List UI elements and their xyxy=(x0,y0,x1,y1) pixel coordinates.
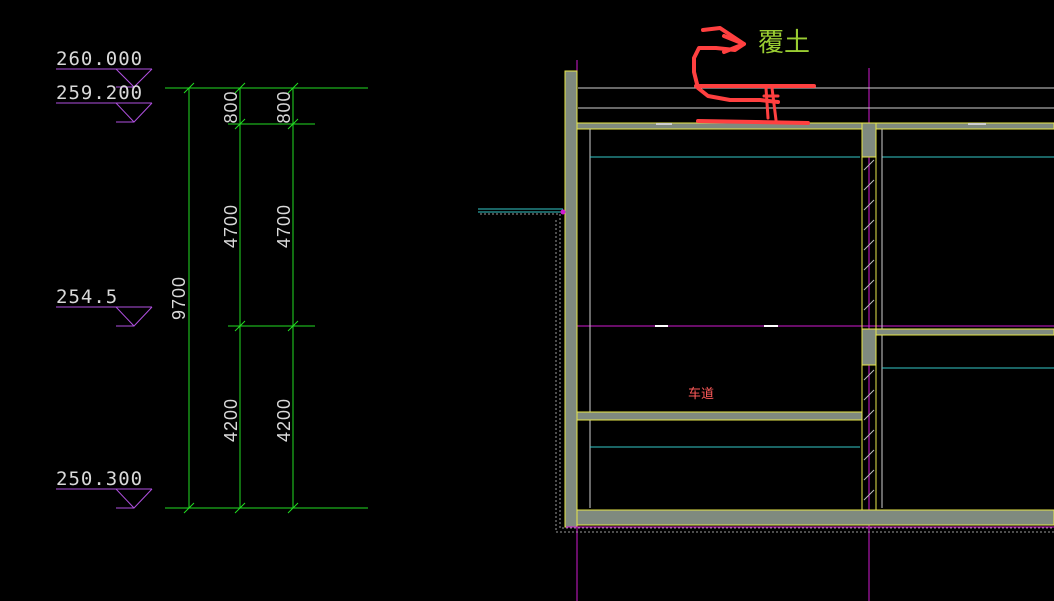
dimension-b-mid-text: 4700 xyxy=(274,204,294,248)
base-slab xyxy=(576,509,1054,526)
dimension-a-top-text: 800 xyxy=(221,90,241,123)
dimension-b-bottom-text: 4200 xyxy=(274,398,294,442)
dimension-a-bottom-text: 4200 xyxy=(221,398,241,442)
intermediate-slab xyxy=(875,328,1054,336)
excavation-line xyxy=(480,213,1054,529)
ramp-slab xyxy=(576,411,863,421)
column-mid xyxy=(861,328,877,366)
dimension-chain xyxy=(165,82,368,514)
building-section: 车道 xyxy=(478,60,1054,601)
elevation-label-259: 259.200 xyxy=(56,82,143,104)
elevation-marker-260[interactable]: 260.000 xyxy=(56,48,153,88)
annotation-label: 覆土 xyxy=(758,28,810,58)
column-top xyxy=(861,122,877,158)
soil-cover-annotation[interactable]: 覆土 xyxy=(692,26,816,125)
elevation-marker-259[interactable]: 259.200 xyxy=(56,82,153,123)
room-label-driveway: 车道 xyxy=(688,386,714,402)
elevation-label-254: 254.5 xyxy=(56,286,118,308)
elevation-label-250: 250.300 xyxy=(56,468,143,490)
dimension-ticks xyxy=(183,82,299,514)
annotation-arrowhead xyxy=(722,34,746,54)
column-hatch xyxy=(863,159,875,501)
elevation-marker-250[interactable]: 250.300 xyxy=(56,468,153,509)
elevation-marker-254[interactable]: 254.5 xyxy=(56,286,153,327)
left-wall xyxy=(564,70,578,528)
elevation-label-260: 260.000 xyxy=(56,48,143,70)
dimension-a-mid-text: 4700 xyxy=(221,204,241,248)
dimension-total-text: 9700 xyxy=(169,276,189,320)
dimension-b-top-text: 800 xyxy=(274,90,294,123)
ground-surface xyxy=(478,208,563,213)
roof-slab xyxy=(576,122,1054,130)
